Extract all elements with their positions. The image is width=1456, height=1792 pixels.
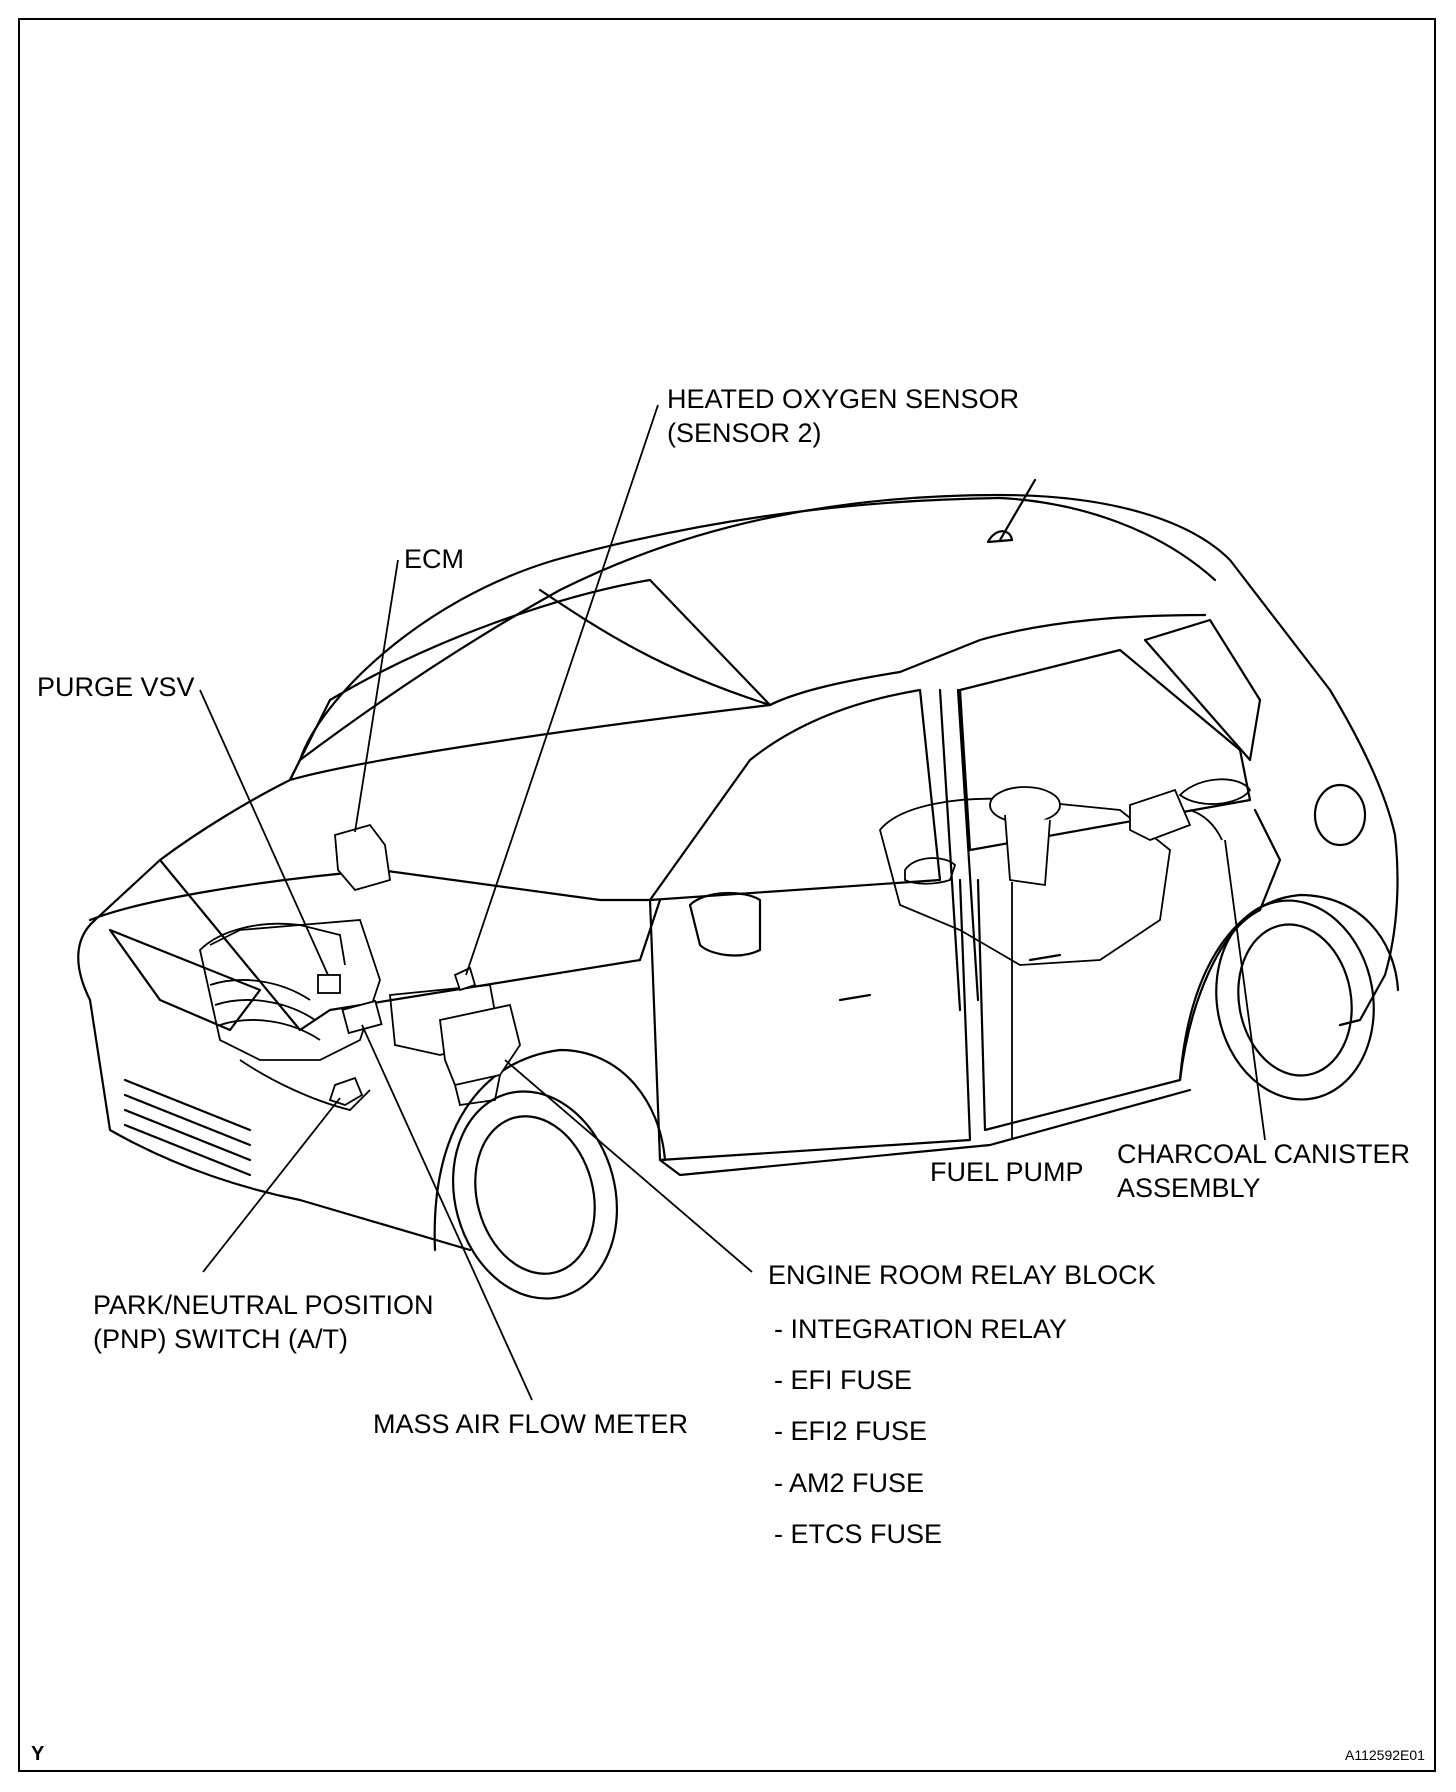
label-engine-room-relay-block: ENGINE ROOM RELAY BLOCK	[768, 1260, 1156, 1290]
mass-air-flow-meter-part	[341, 999, 383, 1035]
figure-code: A112592E01	[1345, 1747, 1425, 1763]
leader-charcoal-canister	[1224, 839, 1266, 1141]
front-wheel-outer	[451, 1090, 619, 1300]
label-relay-item-am2-fuse: - AM2 FUSE	[774, 1468, 925, 1498]
label-relay-item-etcs-fuse: - ETCS FUSE	[774, 1519, 943, 1549]
front-door	[648, 878, 972, 1162]
leader-heated-oxygen-sensor	[465, 404, 659, 976]
charcoal-canister-part	[1129, 788, 1192, 841]
headlight-left	[108, 928, 262, 1032]
spare-tire-well	[1178, 778, 1252, 805]
relay-block-bracket	[454, 1074, 501, 1107]
ecm-part	[334, 823, 392, 892]
fuel-pump-body	[1004, 814, 1051, 887]
label-fuel-pump: FUEL PUMP	[930, 1157, 1084, 1187]
cowl	[328, 898, 662, 1012]
b-pillar	[938, 688, 962, 1012]
antenna-base	[986, 530, 1014, 544]
label-pnp-switch-line2: (PNP) SWITCH (A/T)	[93, 1324, 348, 1354]
front-wheel-arch	[433, 1048, 667, 1252]
rear-wheel-inner	[1237, 923, 1353, 1077]
leader-mass-air-flow-meter	[361, 1024, 533, 1401]
grille-4	[123, 1123, 252, 1177]
label-charcoal-canister-line1: CHARCOAL CANISTER	[1117, 1139, 1411, 1169]
rear-wheel-outer	[1215, 899, 1375, 1101]
fuel-tank	[879, 797, 1171, 966]
fuel-filler	[904, 857, 957, 885]
front-fascia	[88, 998, 472, 1252]
rear-door-window	[958, 648, 1252, 852]
label-charcoal-canister-line2: ASSEMBLY	[1117, 1173, 1261, 1203]
engine-cover	[209, 924, 346, 966]
rear-door-handle	[1028, 953, 1062, 962]
label-pnp-switch-line1: PARK/NEUTRAL POSITION	[93, 1290, 434, 1320]
canister-hose	[1189, 809, 1223, 841]
leader-pnp-switch	[202, 1097, 341, 1273]
rear-wheel-arch	[1178, 893, 1400, 1082]
front-door-handle	[838, 993, 872, 1002]
pnp-switch-part	[328, 1076, 364, 1106]
roof-edge	[998, 496, 1217, 582]
purge-vsv-part	[317, 974, 341, 994]
label-relay-item-efi-fuse: - EFI FUSE	[774, 1365, 913, 1395]
car-body-outline	[77, 493, 1399, 1027]
grille-1	[123, 1078, 252, 1132]
grille-2	[123, 1093, 252, 1147]
b-pillar-2	[956, 688, 980, 1002]
rocker-panel	[658, 1088, 1192, 1177]
grille-3	[123, 1108, 252, 1162]
label-relay-item-integration-relay: - INTEGRATION RELAY	[774, 1314, 1068, 1344]
front-door-window	[648, 688, 942, 902]
leader-engine-room-relay-block	[504, 1059, 753, 1273]
label-heated-oxygen-sensor-line1: HEATED OXYGEN SENSOR	[667, 384, 1020, 414]
car-roof	[298, 496, 1002, 762]
heated-oxygen-sensor-part	[453, 966, 477, 992]
intake-manifold	[209, 979, 321, 1041]
leader-purge-vsv	[199, 689, 329, 976]
engine-room-relay-block-part	[439, 1003, 521, 1087]
engine-block	[199, 919, 381, 1061]
a-pillar	[768, 613, 1207, 707]
label-purge-vsv: PURGE VSV	[37, 672, 195, 702]
transmission	[239, 1059, 371, 1111]
label-heated-oxygen-sensor-line2: (SENSOR 2)	[667, 418, 822, 448]
windshield-inner	[538, 588, 772, 707]
label-relay-item-efi2-fuse: - EFI2 FUSE	[774, 1416, 928, 1446]
side-mirror	[688, 891, 762, 957]
leader-ecm	[354, 559, 399, 833]
windshield	[288, 578, 772, 782]
front-wheel-inner	[474, 1115, 596, 1275]
corner-mark: Y	[31, 1743, 45, 1765]
label-ecm: ECM	[404, 544, 464, 574]
rear-quarter-window	[1143, 618, 1262, 762]
label-mass-air-flow-meter: MASS AIR FLOW METER	[373, 1409, 689, 1439]
antenna-rod	[998, 478, 1037, 542]
rear-lamp	[1313, 783, 1367, 847]
